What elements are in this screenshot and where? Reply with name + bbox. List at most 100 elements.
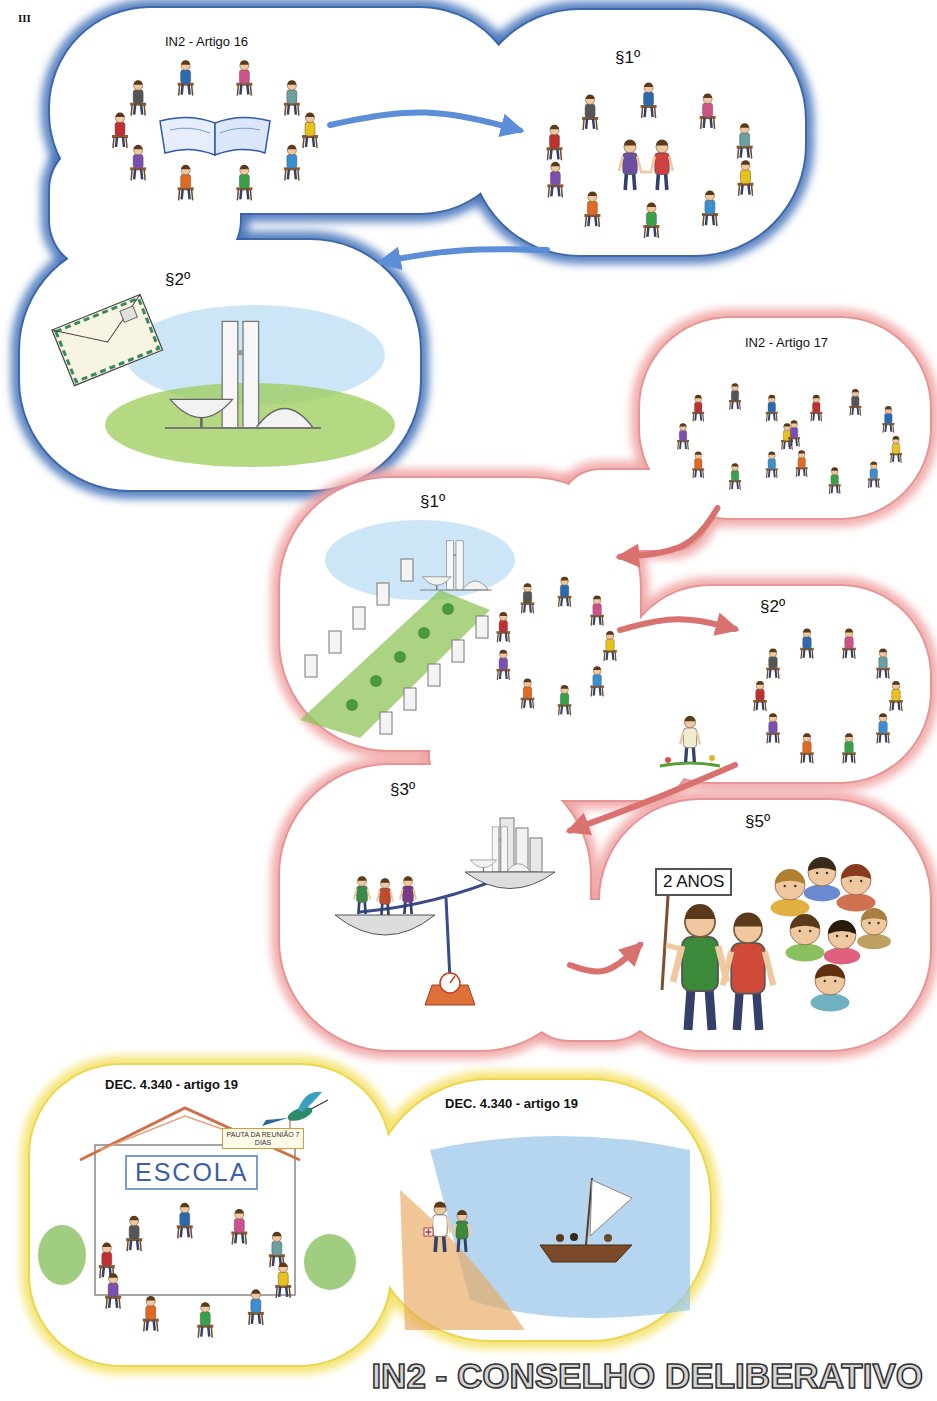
head — [134, 81, 143, 90]
tree — [370, 675, 382, 687]
chair-leg — [179, 85, 180, 96]
hair — [381, 878, 390, 883]
head — [756, 682, 764, 690]
head — [845, 629, 853, 637]
head — [561, 686, 569, 694]
chair-leg — [752, 185, 753, 196]
torso — [703, 103, 713, 117]
chair-leg — [738, 148, 739, 159]
legs — [885, 424, 891, 432]
eye — [868, 922, 870, 924]
standing-person — [400, 876, 416, 914]
chair-leg — [561, 186, 562, 197]
seated-person — [766, 451, 778, 478]
hair — [756, 681, 764, 685]
chair-leg — [883, 424, 885, 432]
head — [852, 390, 859, 397]
balance-pan — [335, 915, 435, 935]
council-scene — [677, 383, 902, 494]
chair-leg — [591, 616, 593, 625]
chair-leg — [702, 470, 704, 478]
seated-person — [558, 577, 572, 607]
legs — [645, 107, 653, 117]
hair — [784, 423, 791, 426]
chair-leg — [250, 85, 251, 96]
seated-person — [590, 596, 604, 626]
torso — [305, 122, 315, 136]
chair-leg — [276, 1287, 277, 1298]
head — [524, 584, 532, 592]
hair — [240, 165, 249, 170]
tower — [492, 827, 499, 872]
legs — [804, 649, 811, 658]
hair — [116, 113, 125, 118]
head — [240, 61, 249, 70]
beach-scene — [400, 1136, 690, 1330]
torso — [885, 413, 893, 424]
seated-person — [236, 165, 252, 201]
ministry-building — [329, 631, 341, 653]
head — [768, 396, 775, 403]
chair-leg — [598, 216, 599, 227]
chair-leg — [900, 454, 902, 462]
hair — [134, 145, 143, 150]
seated-person — [231, 1209, 247, 1245]
standing-person — [723, 912, 773, 1030]
head — [404, 877, 413, 886]
legs — [846, 649, 853, 658]
torso — [768, 402, 776, 413]
crowd-face — [811, 964, 850, 1012]
legs — [588, 216, 596, 226]
senate-dome — [256, 409, 313, 429]
seated-person — [800, 733, 814, 763]
torso — [798, 457, 806, 468]
region-glow — [20, 240, 420, 490]
hair — [791, 420, 798, 423]
legs — [306, 137, 314, 147]
torso — [239, 70, 249, 84]
chair-leg — [303, 137, 304, 148]
chair-leg — [232, 1233, 233, 1244]
hair — [624, 140, 636, 146]
head — [116, 114, 125, 123]
ministry-building — [353, 607, 365, 629]
chair-leg — [677, 442, 679, 450]
boat-passenger — [604, 1234, 612, 1242]
chair-leg — [316, 137, 317, 148]
hair — [703, 93, 712, 98]
legs — [404, 901, 411, 914]
head — [695, 396, 702, 403]
chair-leg — [100, 1267, 101, 1278]
legs — [550, 149, 558, 159]
seated-person — [546, 125, 562, 161]
hair — [695, 451, 702, 454]
chair-leg — [497, 671, 499, 680]
seated-person — [584, 192, 600, 228]
school-wall — [95, 1145, 295, 1295]
chair-leg — [692, 470, 694, 478]
chair-leg — [776, 470, 778, 478]
page-number: III — [18, 12, 31, 24]
chair-leg — [811, 649, 813, 658]
legs — [791, 439, 797, 447]
chair-leg — [508, 671, 510, 680]
legs — [182, 85, 190, 95]
head — [109, 1274, 118, 1283]
head — [768, 452, 775, 459]
chair-leg — [249, 1314, 250, 1325]
hair — [272, 1232, 281, 1237]
torso — [593, 604, 602, 616]
torso — [852, 396, 860, 407]
seated-person — [737, 123, 753, 159]
panel-heading: IN2 - Artigo 17 — [745, 336, 828, 351]
chair-leg — [532, 699, 534, 708]
hair — [287, 80, 296, 85]
red-cross — [426, 1229, 432, 1235]
chair-leg — [701, 118, 702, 129]
book-page — [160, 117, 215, 155]
chair-leg — [237, 85, 238, 96]
seated-person — [269, 1232, 285, 1268]
bush — [304, 1234, 356, 1290]
hair — [892, 681, 900, 685]
